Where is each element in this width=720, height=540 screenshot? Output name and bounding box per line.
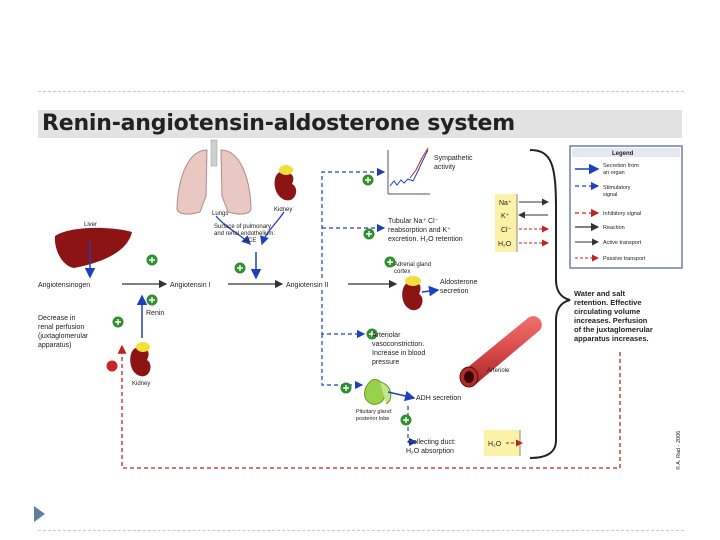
- stimulatory-plus-icon: [146, 254, 158, 266]
- ion-transport-panel: [495, 194, 549, 252]
- legend-inhibitory: Inhibitory signal: [603, 211, 641, 217]
- lungs-label: Lungs: [212, 211, 228, 217]
- angiotensinogen-label: Angiotensinogen: [38, 282, 90, 289]
- arteriole-label: Arteriole: [487, 368, 510, 374]
- liver-illustration: [54, 227, 133, 268]
- aldosterone-label: Aldosterone secretion: [440, 279, 479, 295]
- renin-label: Renin: [146, 310, 164, 317]
- pituitary-illustration: [364, 379, 392, 405]
- adrenal-kidney-illustration: [402, 276, 423, 311]
- feedback-loop: [117, 344, 621, 469]
- legend-passive-transport: Passive transport: [603, 256, 646, 262]
- secretion-arrows: [84, 211, 440, 402]
- stimulatory-plus-icon: [362, 174, 374, 186]
- arteriole-illustration: [459, 316, 542, 388]
- sympathetic-graph: [387, 147, 430, 195]
- title-bar: Renin-angiotensin-aldosterone system: [38, 110, 682, 138]
- stimulatory-plus-icon: [146, 294, 158, 306]
- collecting-duct-label: Collecting duct: H₂O absorption: [406, 439, 458, 455]
- pituitary-label: Pituitary gland: posterior lobe: [356, 409, 394, 422]
- ion-na: Na⁺: [499, 200, 512, 207]
- stimulatory-plus-icon: [366, 328, 378, 340]
- liver-label: Liver: [84, 222, 97, 228]
- adh-label: ADH secretion: [416, 395, 461, 402]
- legend: [569, 145, 683, 269]
- legend-active-transport: Active transport: [603, 240, 642, 246]
- ion-h2o: H₂O: [498, 241, 512, 248]
- angiotensin2-label: Angiotensin II: [286, 282, 328, 289]
- stimulatory-plus-icon: [384, 256, 396, 268]
- collecting-duct-panel: [484, 430, 523, 456]
- tubular-label: Tubular Na⁺ Cl⁻ reabsorption and K⁺ excr…: [388, 218, 463, 243]
- stimulatory-plus-icon: [112, 316, 124, 328]
- page-title: Renin-angiotensin-aldosterone system: [42, 111, 515, 136]
- lungs-illustration: [176, 139, 252, 215]
- stimulatory-plus-icon: [234, 262, 246, 274]
- collecting-h2o: H₂O: [488, 441, 502, 448]
- legend-secretion: Secretion from an organ: [603, 163, 640, 176]
- kidney-top-label: Kidney: [274, 207, 292, 213]
- stimulatory-plus-icon: [340, 382, 352, 394]
- arteriolar-label: Arteriolar vasoconstriction. Increase in…: [372, 332, 427, 366]
- surface-label: Surface of pulmonary and renal endotheli…: [214, 224, 277, 244]
- stimulatory-plus-icon: [363, 228, 375, 240]
- next-slide-arrow[interactable]: [34, 506, 45, 522]
- kidney-bottom-illustration: [130, 342, 151, 377]
- ion-cl: Cl⁻: [501, 227, 512, 234]
- inhibitory-markers: [106, 207, 597, 372]
- angiotensin1-label: Angiotensin I: [170, 282, 211, 289]
- legend-title: Legend: [612, 151, 634, 157]
- legend-stimulatory: Stimulatory signal: [603, 185, 632, 198]
- top-divider: [38, 91, 684, 92]
- copyright: © A. Rad - 2006: [675, 431, 682, 470]
- bottom-divider: [38, 530, 684, 531]
- sympathetic-label: Sympathetic activity: [434, 155, 474, 171]
- summary-bracket: [529, 149, 571, 459]
- kidney-top-illustration: [274, 165, 297, 201]
- legend-reaction: Reaction: [603, 225, 625, 231]
- stimulatory-plus-icon: [400, 414, 412, 426]
- adrenal-label: Adrenal gland cortex: [394, 262, 433, 275]
- stimulatory-paths: [321, 167, 418, 447]
- ion-k: K⁺: [501, 213, 510, 220]
- kidney-bottom-label: Kidney: [132, 381, 150, 387]
- decrease-perfusion-label: Decrease in renal perfusion (juxtaglomer…: [38, 315, 90, 349]
- water-salt-text: Water and salt retention. Effective circ…: [574, 289, 655, 343]
